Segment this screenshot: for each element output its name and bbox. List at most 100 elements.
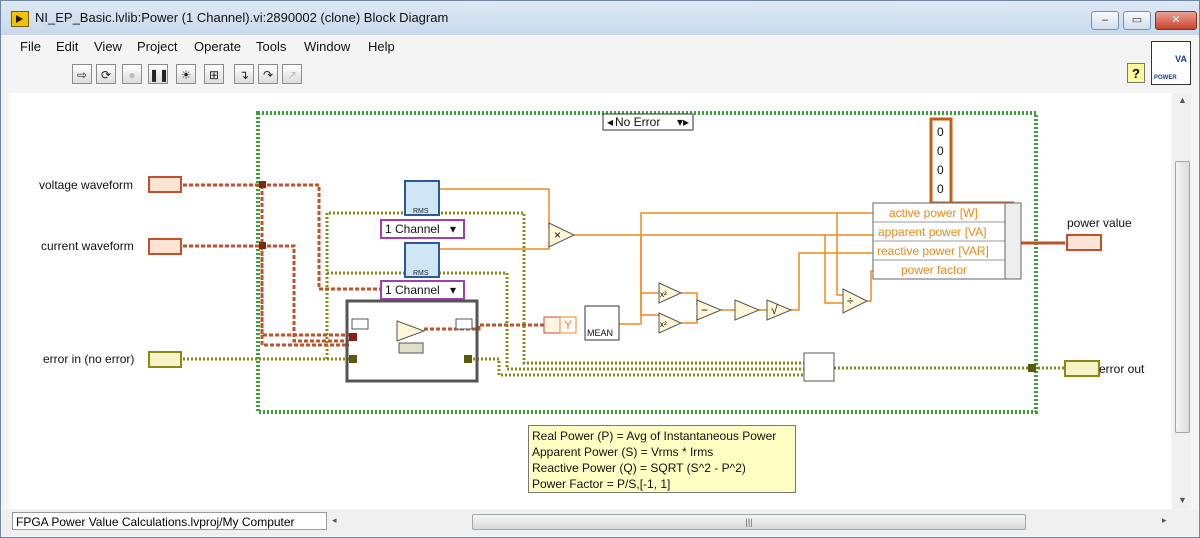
bundle-item-active-power: active power [W] [889, 206, 978, 220]
divide-s-wire [824, 235, 843, 304]
divide-node-symbol: ÷ [847, 294, 854, 308]
waveform-wires [183, 183, 544, 347]
voltage-tunnel [259, 181, 266, 188]
note-line-apparent-power: Apparent Power (S) = Vrms * Irms [532, 445, 714, 459]
irms-wire [439, 241, 550, 250]
voltage-wire [183, 183, 403, 291]
scroll-left-icon[interactable]: ◂ [332, 515, 337, 525]
error-in-terminal[interactable] [148, 351, 182, 368]
multiply-node[interactable] [548, 222, 576, 248]
menu-tools[interactable]: Tools [256, 39, 287, 54]
square-node-1[interactable] [658, 282, 683, 304]
rms-current-label: RMS [413, 270, 429, 277]
vertical-scrollbar[interactable]: ▲ ▼ [1173, 93, 1191, 509]
bundle-item-power-factor: power factor [901, 263, 967, 277]
note-line-real-power: Real Power (P) = Avg of Instantaneous Po… [532, 429, 777, 443]
square-node-1-label: x² [660, 290, 667, 299]
chevron-down-icon: ▾ [450, 283, 456, 297]
case-selector-left-arrow[interactable]: ◂ [607, 115, 613, 129]
block-diagram-canvas[interactable]: ◂ No Error ▾▸ [9, 93, 1171, 509]
subtract-node[interactable] [696, 299, 723, 321]
step-over-icon[interactable]: ↷ [258, 64, 278, 84]
bundle-handle[interactable] [1004, 202, 1022, 280]
channel-select-1[interactable] [380, 219, 465, 239]
loop-multiply-node[interactable] [396, 320, 426, 342]
vi-icon[interactable]: VA POWER [1151, 41, 1191, 85]
loop-tunnel-3 [464, 355, 472, 363]
retain-wire-values-icon[interactable]: ⊞ [204, 64, 224, 84]
menu-view[interactable]: View [94, 39, 122, 54]
sq2-wire [681, 315, 698, 324]
sqrt-node[interactable] [766, 299, 793, 321]
title-bar[interactable]: NI_EP_Basic.lvlib:Power (1 Channel).vi:2… [1, 1, 1199, 35]
absolute-node[interactable] [734, 299, 761, 321]
abort-icon[interactable]: ● [122, 64, 142, 84]
case-structure[interactable] [256, 111, 1038, 414]
sq1-wire [681, 292, 698, 305]
square-s-wire [640, 235, 659, 316]
horizontal-scroll-thumb[interactable]: ||| [472, 514, 1026, 530]
divide-node[interactable] [842, 288, 869, 314]
power-value-terminal[interactable] [1066, 234, 1102, 251]
array-wire [947, 189, 1014, 205]
scroll-up-icon[interactable]: ▲ [1178, 95, 1187, 105]
formula-note[interactable]: Real Power (P) = Avg of Instantaneous Po… [528, 425, 796, 493]
array-element-3: 0 [937, 182, 944, 196]
mean-node[interactable] [584, 305, 620, 341]
step-into-icon[interactable]: ↴ [234, 64, 254, 84]
menu-help[interactable]: Help [368, 39, 395, 54]
run-continuous-icon[interactable]: ⟳ [96, 64, 116, 84]
y-component-node [559, 316, 577, 334]
array-element-2: 0 [937, 163, 944, 177]
step-out-icon[interactable]: ↗ [282, 64, 302, 84]
channel-select-1-label: 1 Channel [385, 222, 440, 236]
voltage-waveform-terminal[interactable] [148, 176, 182, 193]
error-branch-1 [325, 211, 804, 365]
channel-select-2[interactable] [380, 280, 465, 300]
subtract-node-symbol: − [701, 303, 708, 317]
divide-p-wire [836, 213, 843, 296]
loop-bundle-node[interactable] [398, 342, 424, 354]
restore-button[interactable]: ▭ [1123, 11, 1151, 30]
labview-app-icon [11, 11, 29, 27]
case-selector-dropdown-icon[interactable]: ▾▸ [677, 115, 689, 129]
for-loop[interactable] [345, 299, 479, 383]
run-arrow-icon[interactable]: ⇨ [72, 64, 92, 84]
case-selector[interactable] [602, 113, 694, 131]
numeric-wires [439, 188, 873, 325]
current-waveform-terminal[interactable] [148, 238, 182, 255]
loop-tunnel-1 [349, 333, 357, 341]
rms-voltage-block[interactable] [404, 180, 440, 216]
error-out-tunnel [1028, 364, 1036, 372]
project-path[interactable]: FPGA Power Value Calculations.lvproj/My … [12, 512, 327, 530]
sqrt-node-symbol: √ [771, 303, 778, 317]
menu-file[interactable]: File [20, 39, 41, 54]
minimize-button[interactable]: ‒ [1091, 11, 1119, 30]
diagram-svg: ◂ No Error ▾▸ [39, 111, 1145, 414]
merge-errors-node[interactable] [803, 352, 835, 382]
menu-edit[interactable]: Edit [56, 39, 79, 54]
voltage-waveform-label: voltage waveform [39, 178, 133, 192]
close-button[interactable]: ✕ [1155, 11, 1197, 30]
error-out-label: error out [1099, 362, 1145, 376]
channel-select-2-label: 1 Channel [385, 283, 440, 297]
rms-voltage-label: RMS [413, 208, 429, 215]
scroll-right-icon[interactable]: ▸ [1162, 515, 1167, 525]
pause-icon[interactable]: ❚❚ [148, 64, 169, 84]
rms-current-block[interactable] [404, 242, 440, 278]
square-node-2[interactable] [658, 312, 683, 334]
vertical-scroll-thumb[interactable] [1175, 161, 1190, 433]
error-branch-3 [469, 357, 804, 377]
menu-window[interactable]: Window [304, 39, 351, 54]
note-line-power-factor: Power Factor = P/S,[-1, 1] [532, 477, 671, 491]
vi-icon-label: VA [1175, 54, 1187, 64]
scroll-down-icon[interactable]: ▼ [1178, 495, 1187, 505]
menu-project[interactable]: Project [137, 39, 178, 54]
vi-icon-caption: POWER [1154, 75, 1177, 81]
context-help-button[interactable]: ? [1127, 63, 1145, 83]
menu-operate[interactable]: Operate [194, 39, 241, 54]
error-out-terminal[interactable] [1064, 360, 1100, 377]
highlight-execution-icon[interactable]: ☀ [176, 64, 196, 84]
current-tunnel [259, 242, 266, 249]
